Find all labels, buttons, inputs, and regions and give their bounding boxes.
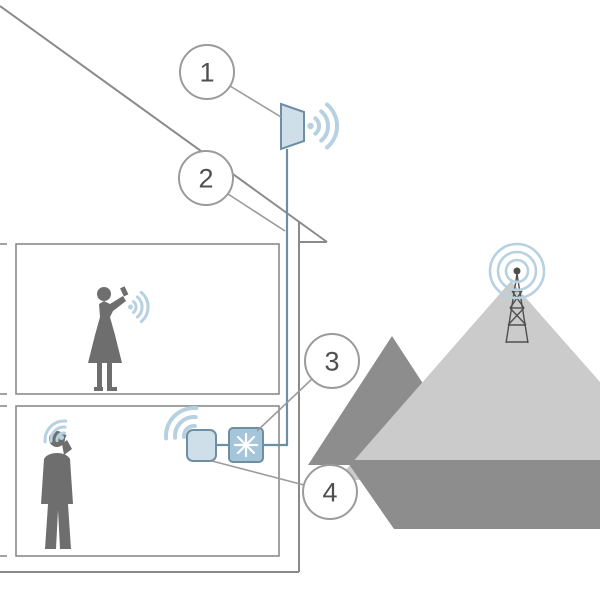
indoor-antenna: [186, 429, 217, 462]
cell-tower: [488, 242, 546, 344]
callout-circle: [304, 333, 360, 389]
scenery: [308, 281, 600, 529]
callout-circle: [302, 464, 358, 520]
foothill-band: [346, 460, 600, 529]
callout-1-leader: [229, 85, 282, 118]
outdoor-signal-waves-icon: [307, 102, 340, 150]
roof-line: [0, 5, 328, 243]
woman-phone-waves-icon: [128, 290, 150, 324]
woman-head: [97, 287, 111, 301]
antenna-mast-cable: [216, 149, 289, 447]
callout-4: 4: [211, 460, 358, 520]
woman-phone: [120, 286, 129, 297]
callout-4-leader: [211, 460, 305, 486]
man-body: [41, 453, 73, 549]
man-arm: [62, 440, 72, 455]
callout-circle: [179, 44, 235, 100]
callout-label: 4: [322, 477, 337, 507]
outdoor-antenna: [280, 102, 305, 151]
callout-2-leader: [227, 193, 286, 232]
callout-3: 3: [256, 333, 360, 432]
callout-label: 2: [198, 163, 213, 193]
mountain-light: [337, 281, 600, 480]
woman-body: [88, 296, 126, 363]
tower-signal-rings-icon: [488, 242, 546, 300]
upper-room: [15, 243, 280, 395]
callout-circle: [178, 150, 234, 206]
man-phone-waves-icon: [43, 419, 68, 444]
callout-label: 1: [199, 57, 214, 87]
signal-booster: [228, 427, 264, 463]
callout-3-leader: [256, 378, 313, 432]
booster-starburst-icon: [233, 432, 259, 458]
tower-antenna-tip: [513, 267, 521, 275]
callout-1: 1: [179, 44, 282, 118]
callout-label: 3: [324, 346, 339, 376]
callout-2: 2: [178, 150, 286, 232]
indoor-signal-waves-icon: [164, 406, 199, 441]
woman-figure: [88, 286, 129, 391]
